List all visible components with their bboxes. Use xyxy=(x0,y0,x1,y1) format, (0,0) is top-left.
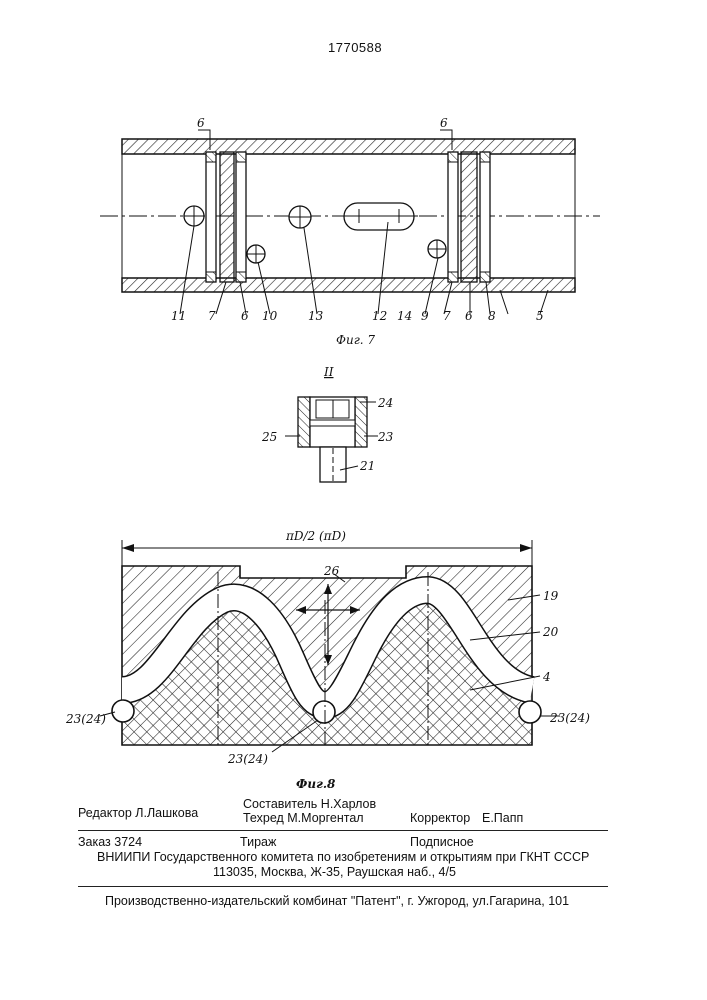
label-13: 13 xyxy=(308,309,324,323)
imprint-divider-bottom xyxy=(78,886,608,887)
label-11: 11 xyxy=(171,309,186,323)
label-6c: 6 xyxy=(241,309,249,323)
label-6a: 6 xyxy=(197,116,205,130)
order-number: Заказ 3724 xyxy=(78,835,142,849)
label-24: 24 xyxy=(377,396,393,410)
compiler: Составитель Н.Харлов xyxy=(243,797,376,811)
editor: Редактор Л.Лашкова xyxy=(78,806,198,820)
dimension-label: πD/2 (πD) xyxy=(285,529,346,543)
label-6b: 6 xyxy=(440,116,448,130)
label-23-24c: 23(24) xyxy=(549,711,590,725)
label-23-24a: 23(24) xyxy=(65,712,106,726)
label-5: 5 xyxy=(536,309,544,323)
label-10: 10 xyxy=(262,309,278,323)
label-8: 8 xyxy=(488,309,496,323)
label-9: 9 xyxy=(421,309,429,323)
label-7a: 7 xyxy=(208,309,216,323)
label-23-24b: 23(24) xyxy=(227,752,268,766)
label-20: 20 xyxy=(542,625,559,639)
label-14: 14 xyxy=(397,309,412,323)
corrector-name: Е.Папп xyxy=(482,811,523,825)
label-25: 25 xyxy=(261,430,277,444)
label-6d: 6 xyxy=(465,309,473,323)
label-7b: 7 xyxy=(443,309,451,323)
publisher: Производственно-издательский комбинат "П… xyxy=(105,894,569,908)
circulation: Тираж xyxy=(240,835,276,849)
label-12: 12 xyxy=(372,309,387,323)
address: 113035, Москва, Ж-35, Раушская наб., 4/5 xyxy=(213,865,456,879)
label-23: 23 xyxy=(377,430,394,444)
label-4: 4 xyxy=(542,670,551,684)
label-19: 19 xyxy=(543,589,559,603)
techred: Техред М.Моргентал xyxy=(243,811,364,825)
detail-title: II xyxy=(323,365,334,379)
figure-8-caption: Фиг.8 xyxy=(296,777,336,791)
imprint-divider-top xyxy=(78,830,608,831)
vniipi-org: ВНИИПИ Государственного комитета по изоб… xyxy=(97,850,589,864)
figure-7-caption: Фиг. 7 xyxy=(336,333,375,347)
corrector-label: Корректор xyxy=(410,811,470,825)
label-21: 21 xyxy=(359,459,375,473)
subscription: Подписное xyxy=(410,835,474,849)
label-26: 26 xyxy=(323,564,340,578)
